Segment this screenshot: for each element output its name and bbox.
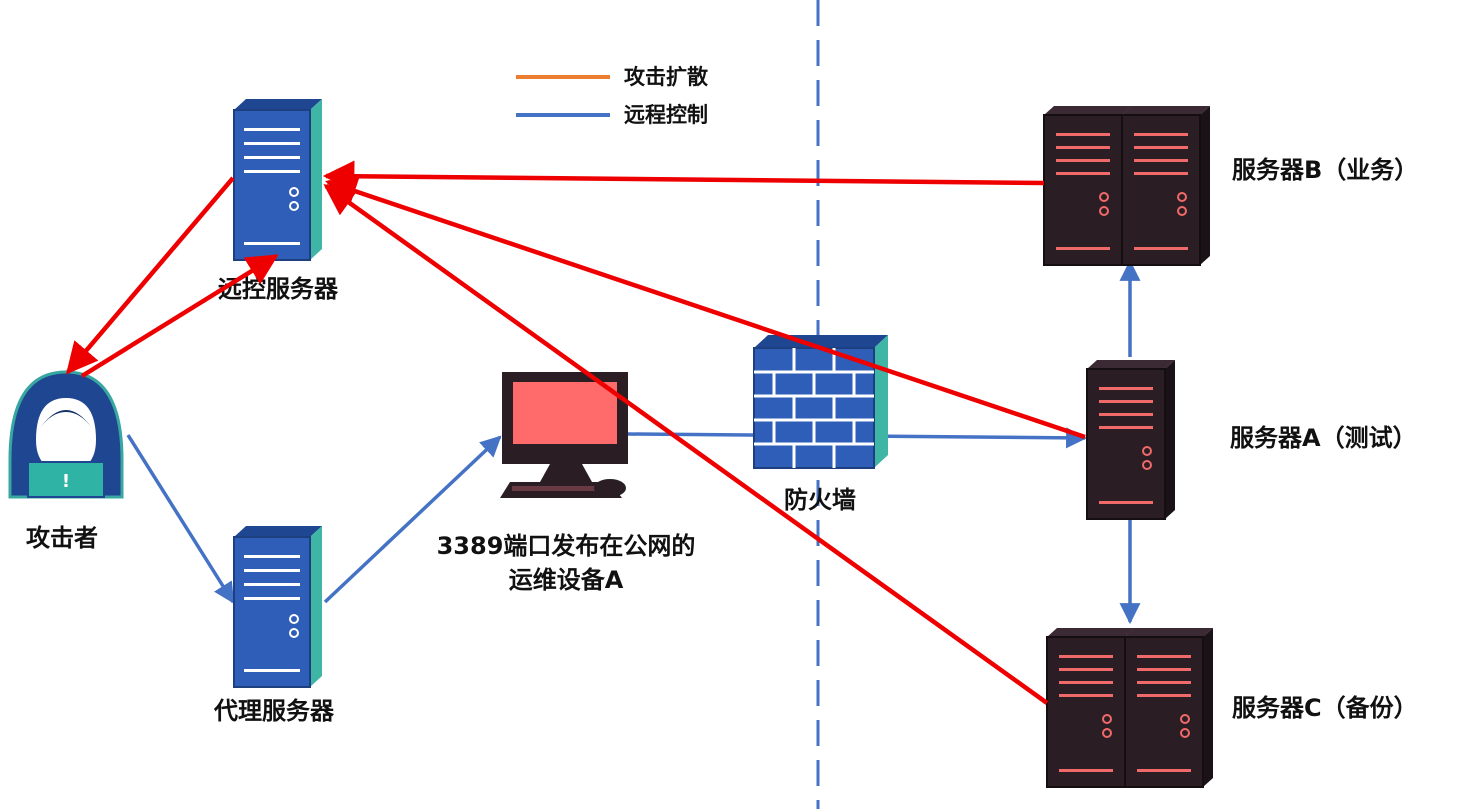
- proxy-server-icon: [233, 525, 323, 688]
- attack-line-attacker-to-remote: [80, 254, 279, 378]
- attacker-label: 攻击者: [26, 524, 98, 552]
- attacker-alert-glyph: !: [62, 471, 70, 492]
- attack-line-server-c-to-remote: [323, 184, 1049, 705]
- server-a-icon: [1086, 359, 1176, 520]
- device-a-label-line2: 运维设备A: [509, 566, 624, 594]
- firewall-label: 防火墙: [784, 486, 856, 514]
- control-line-attacker-proxy: [126, 434, 235, 604]
- legend: 攻击扩散 远程控制: [516, 65, 708, 127]
- control-line-proxy-device: [323, 435, 502, 604]
- attack-line-server-b-to-remote: [322, 160, 1045, 193]
- legend-label-attack: 攻击扩散: [624, 65, 708, 89]
- attacker-icon: !: [8, 370, 124, 499]
- legend-label-control: 远程控制: [624, 103, 708, 127]
- server-a-label: 服务器A（测试）: [1230, 424, 1417, 452]
- server-c-icon: [1046, 627, 1214, 788]
- remote-control-server-icon: [233, 98, 323, 261]
- server-b-icon: [1043, 105, 1211, 266]
- server-b-label: 服务器B（业务）: [1232, 156, 1418, 184]
- proxy-server-label: 代理服务器: [213, 697, 335, 725]
- attack-line-remote-to-attacker: [65, 176, 235, 375]
- firewall-icon: [753, 335, 888, 469]
- attack-line-server-a-to-remote: [325, 176, 1086, 440]
- server-c-label: 服务器C（备份）: [1232, 694, 1418, 722]
- attack-lines: [65, 160, 1086, 705]
- device-a-monitor-icon: [500, 372, 628, 498]
- device-a-label-line1: 3389端口发布在公网的: [437, 532, 696, 560]
